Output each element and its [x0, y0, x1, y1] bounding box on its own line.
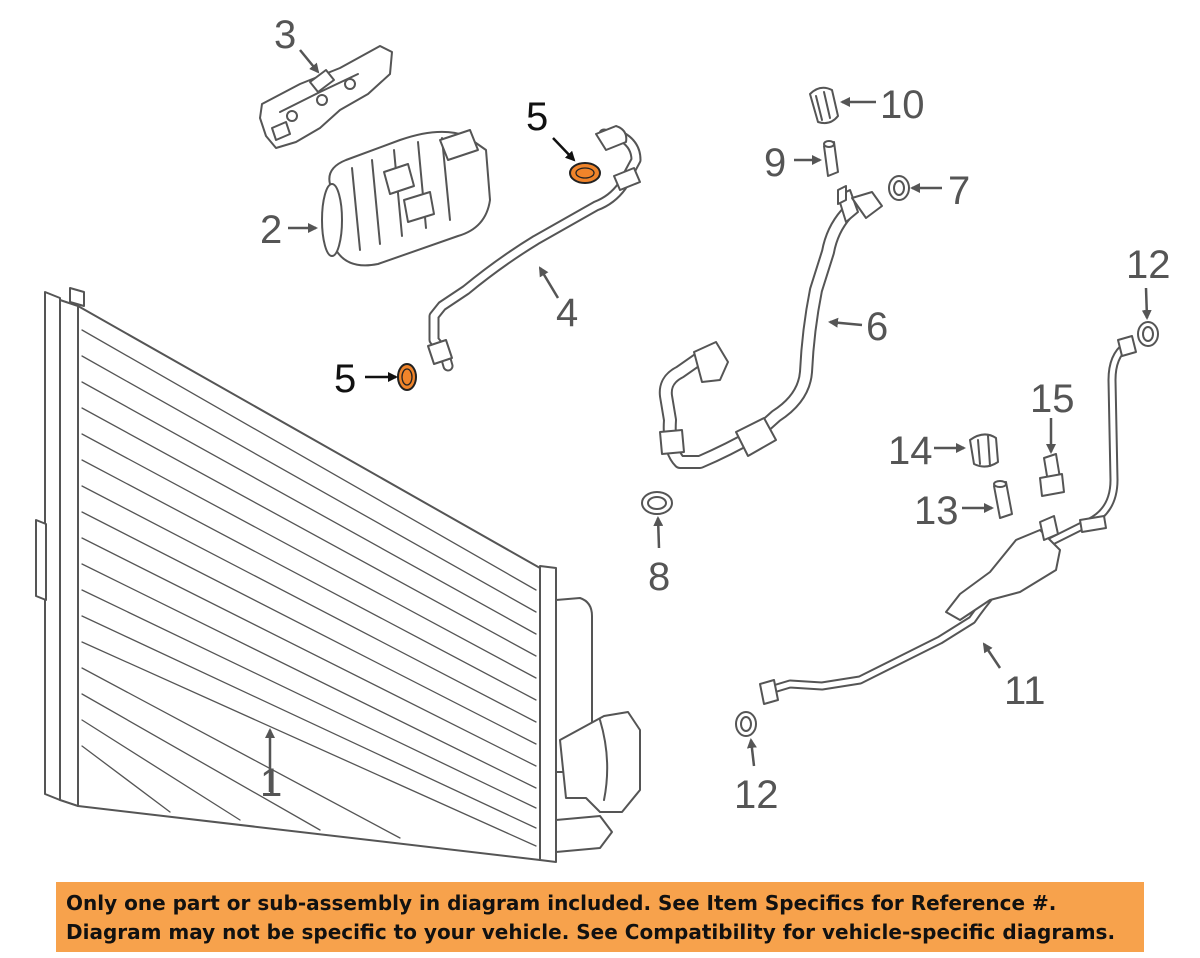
disclaimer-line-1: Only one part or sub-assembly in diagram… [66, 891, 1057, 915]
callout-12-bottom: 12 [734, 773, 779, 817]
callout-arrows [265, 49, 1152, 792]
callout-6: 6 [866, 305, 888, 349]
callout-9: 9 [764, 141, 786, 185]
o-ring-part-12-bottom [735, 711, 757, 737]
callout-7: 7 [948, 169, 970, 213]
callout-13: 13 [914, 489, 959, 533]
cap-part-14 [969, 433, 999, 468]
parts-diagram: 2 3 4 5 5 6 7 8 9 10 11 12 12 13 14 15 1 [35, 13, 1171, 863]
callout-3: 3 [274, 13, 296, 57]
discharge-hose-part-4 [427, 125, 642, 372]
bracket-part-3 [259, 45, 393, 149]
condenser-part-1 [35, 287, 641, 863]
callout-15: 15 [1030, 377, 1075, 421]
callout-10: 10 [880, 83, 925, 127]
callout-12-top: 12 [1126, 243, 1171, 287]
callout-11: 11 [1004, 669, 1046, 713]
o-ring-part-12-top [1137, 321, 1159, 347]
callout-4: 4 [556, 291, 578, 335]
callout-5-bottom: 5 [334, 357, 356, 401]
callout-8: 8 [648, 555, 670, 599]
disclaimer-line-2: Diagram may not be specific to your vehi… [66, 920, 1116, 944]
callout-2: 2 [260, 208, 282, 252]
callout-1: 1 [260, 761, 282, 805]
o-ring-part-5-top [569, 162, 601, 184]
valve-core-part-13 [993, 480, 1013, 519]
valve-core-part-9 [823, 140, 839, 177]
o-ring-part-7 [888, 175, 910, 201]
liquid-line-part-11 [759, 335, 1137, 705]
pressure-sensor-part-15 [1039, 453, 1065, 497]
callout-14: 14 [888, 429, 933, 473]
suction-hose-part-6 [658, 185, 883, 469]
compressor-part-2 [321, 129, 491, 267]
callout-5-top: 5 [526, 95, 548, 139]
o-ring-part-8 [641, 491, 673, 515]
disclaimer-banner: Only one part or sub-assembly in diagram… [56, 882, 1144, 952]
cap-part-10 [809, 86, 839, 125]
o-ring-part-5-bottom [397, 363, 417, 391]
